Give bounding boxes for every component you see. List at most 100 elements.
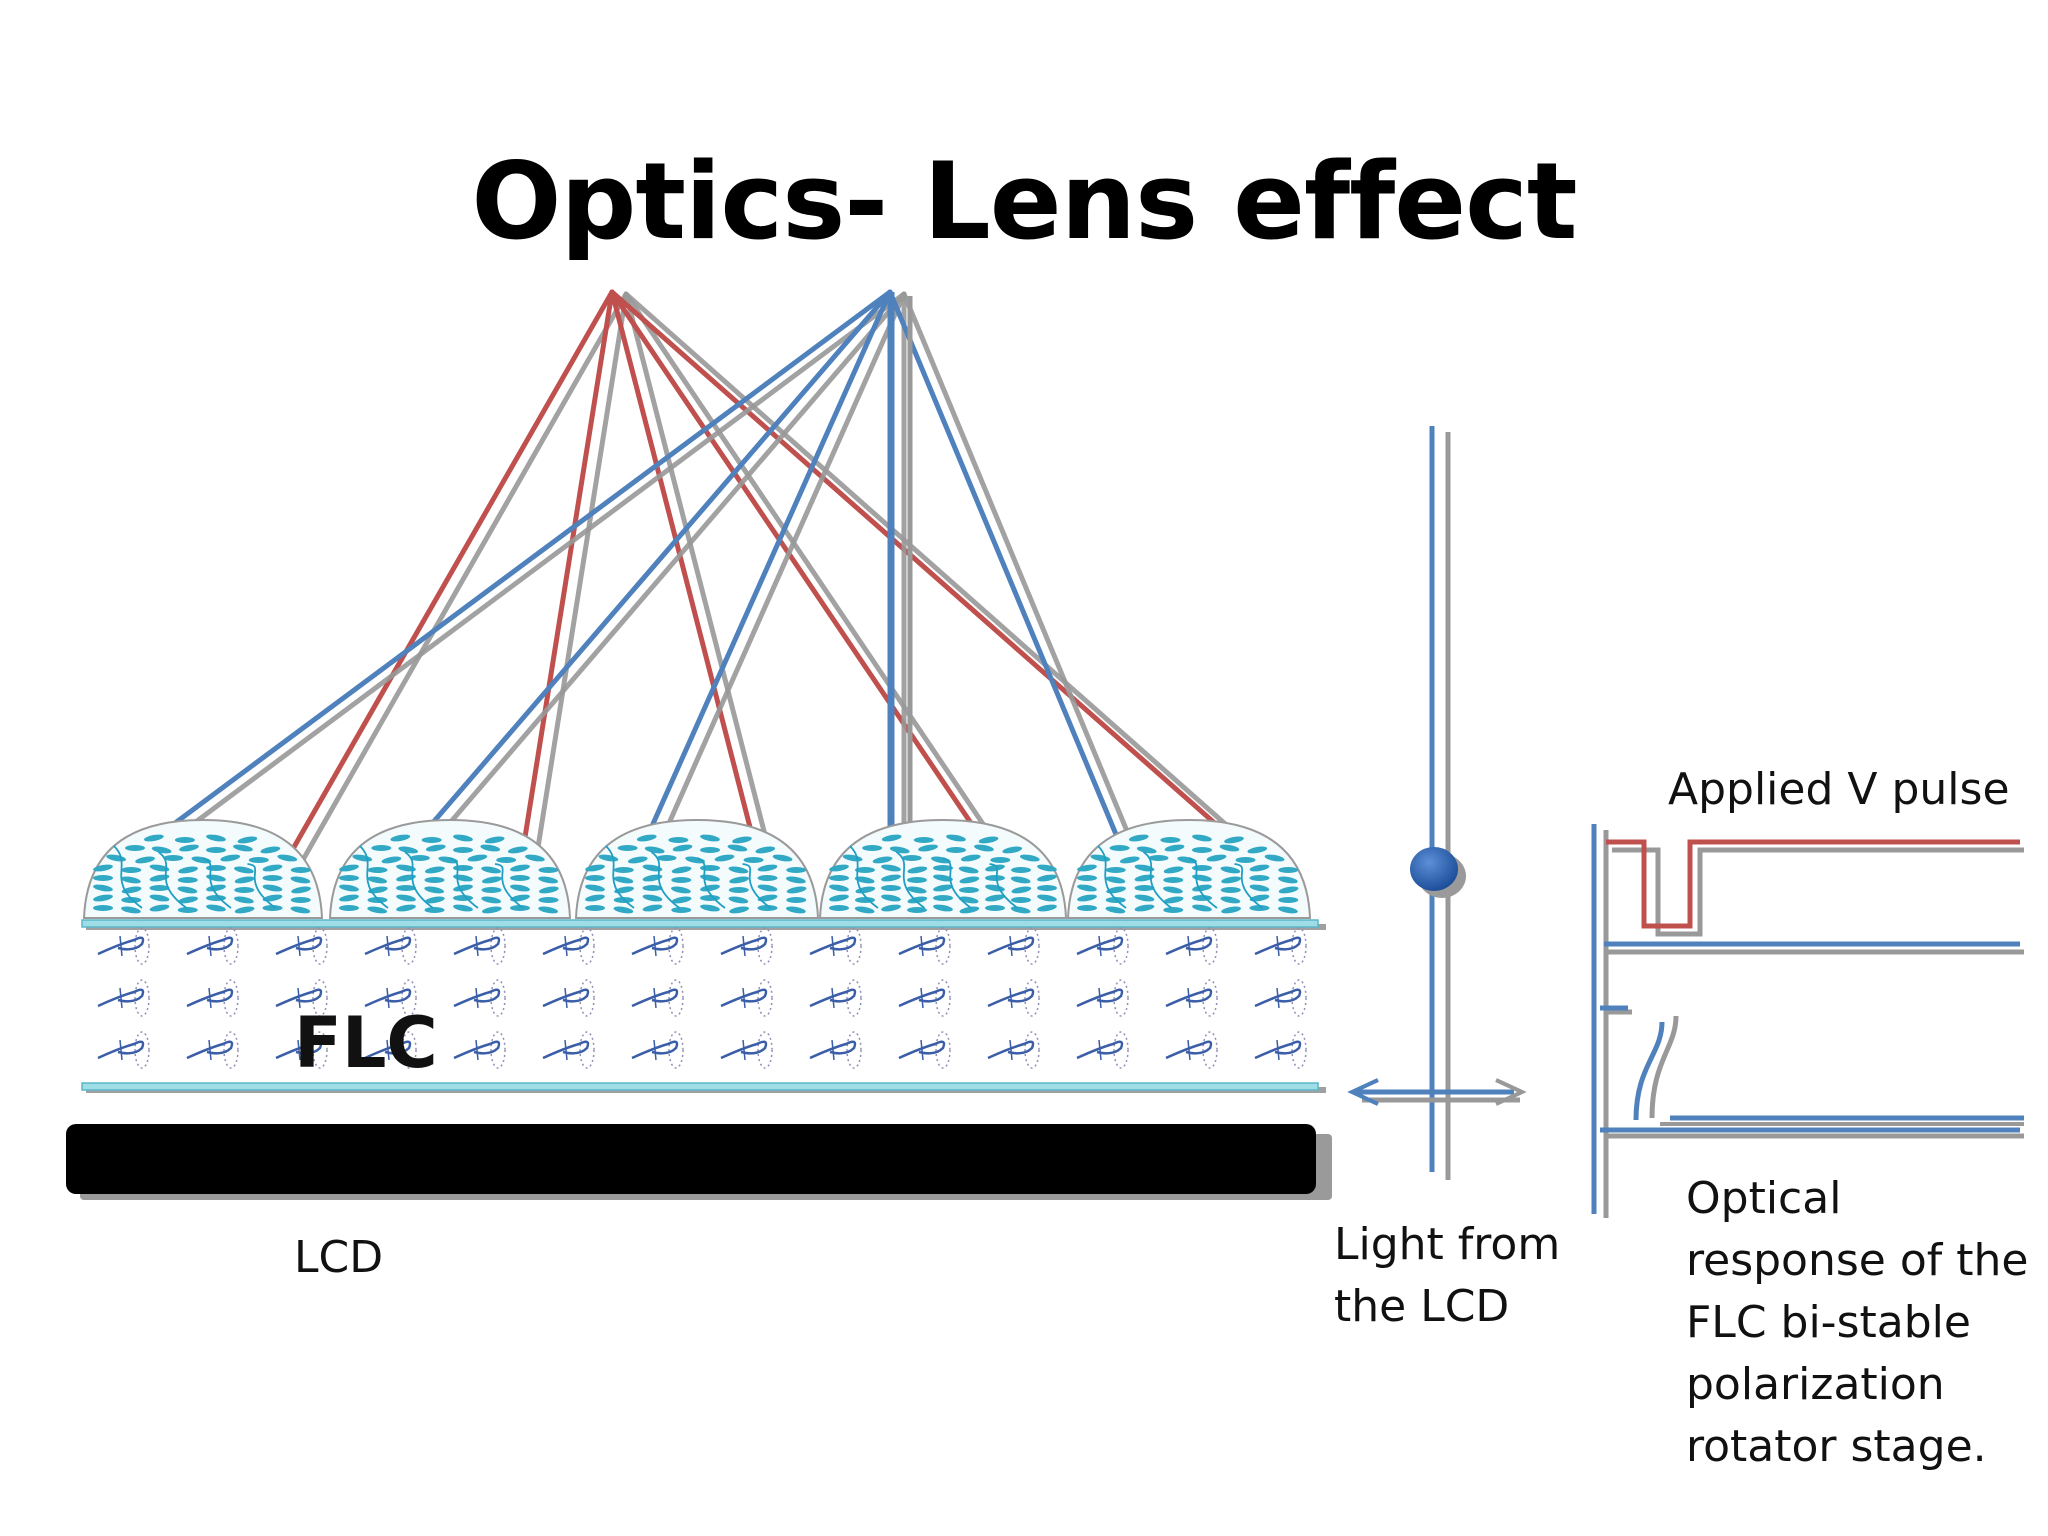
lc-molecule	[125, 845, 146, 851]
light-label-line: the LCD	[1334, 1281, 1510, 1332]
lc-molecule	[538, 886, 559, 894]
light-ray	[377, 289, 893, 887]
lc-molecule	[262, 875, 283, 881]
lc-molecule	[149, 904, 170, 912]
lc-molecule	[1077, 884, 1097, 892]
lc-molecule	[1219, 844, 1240, 852]
lc-molecule	[985, 875, 1005, 881]
lc-molecule	[1109, 845, 1130, 851]
lc-molecule	[960, 854, 981, 862]
molecule-body	[97, 1040, 145, 1060]
lc-molecule	[262, 864, 283, 872]
lc-molecule	[290, 906, 311, 914]
molecule-axis	[297, 935, 301, 957]
lc-molecule	[191, 856, 212, 864]
lc-molecule	[585, 894, 605, 902]
lc-molecule	[1105, 906, 1126, 914]
molecule-cone	[134, 979, 150, 1017]
lc-molecule	[862, 845, 883, 851]
molecule-cone	[1113, 1031, 1129, 1069]
lc-molecule	[1002, 846, 1023, 854]
lc-molecule	[1134, 874, 1155, 882]
disclination-line	[605, 845, 635, 909]
lc-molecule	[1011, 886, 1032, 894]
lc-molecule	[755, 846, 776, 854]
lc-molecule	[290, 897, 311, 903]
molecule-body	[275, 988, 323, 1008]
molecule-body	[186, 1040, 234, 1060]
lc-molecule	[424, 866, 445, 874]
molecule-body	[186, 988, 234, 1008]
lc-molecule	[1221, 876, 1241, 884]
flc-molecule	[987, 1031, 1040, 1069]
lc-molecule	[163, 855, 184, 861]
lc-molecule	[510, 905, 530, 911]
lc-molecule	[757, 894, 778, 902]
disclination-line	[1188, 857, 1218, 909]
lc-molecule	[974, 844, 994, 852]
flc-molecule	[987, 979, 1040, 1017]
lc-molecule	[757, 864, 778, 872]
flc-molecule	[97, 979, 150, 1017]
disclination-line	[696, 857, 726, 909]
lc-molecule	[1249, 864, 1270, 872]
molecule-axis	[1098, 1039, 1102, 1061]
lc-molecule	[854, 876, 875, 884]
lc-molecule	[642, 894, 663, 902]
molecule-body	[453, 1040, 501, 1060]
molecule-body	[275, 936, 323, 956]
molecule-body	[542, 1040, 590, 1060]
lc-molecule	[1249, 905, 1270, 911]
molecule-cone	[401, 1031, 417, 1069]
molecule-cone	[579, 1031, 595, 1069]
molecule-cone	[668, 1031, 684, 1069]
lc-molecule	[614, 886, 634, 894]
molecule-body	[453, 936, 501, 956]
molecule-axis	[475, 987, 479, 1009]
molecule-cone	[1202, 979, 1218, 1017]
lc-molecule	[1119, 856, 1140, 864]
flc-molecule	[809, 1031, 862, 1069]
light-from-lcd-label: Light from the LCD	[1334, 1214, 1560, 1338]
molecule-body	[364, 988, 412, 1008]
ray-shadow	[623, 291, 777, 873]
lc-molecule	[881, 834, 902, 842]
lens-outline	[574, 818, 820, 919]
disclination-line	[1097, 845, 1127, 909]
lc-molecule	[933, 884, 953, 892]
flc-molecule	[1076, 927, 1129, 965]
lc-molecule	[538, 876, 559, 884]
molecule-cone	[935, 927, 951, 965]
lc-molecule	[1077, 905, 1097, 911]
lc-molecule	[1136, 846, 1157, 854]
flc-molecule	[1254, 979, 1307, 1017]
disclination-line	[849, 845, 879, 909]
lc-molecule	[1134, 885, 1155, 891]
lc-molecule	[1163, 886, 1183, 894]
molecule-cone	[1024, 979, 1040, 1017]
lc-molecule	[933, 904, 953, 912]
lc-molecule	[510, 864, 530, 872]
lcd-panel	[66, 1124, 1332, 1200]
lc-molecule	[958, 866, 979, 874]
molecule-cone	[401, 927, 417, 965]
lc-molecule	[1224, 836, 1244, 844]
lc-molecule	[121, 897, 142, 903]
molecule-axis	[119, 987, 123, 1009]
lc-molecule	[367, 906, 388, 914]
lc-molecule	[617, 845, 638, 851]
lc-molecule	[1220, 866, 1241, 874]
lc-molecule	[854, 906, 875, 914]
lc-molecule	[233, 844, 253, 852]
lc-molecule	[481, 866, 502, 874]
lc-molecule	[906, 886, 927, 894]
lc-molecule	[1134, 904, 1155, 912]
flc-molecule	[720, 927, 773, 965]
flc-molecule	[631, 927, 684, 965]
slide-title: Optics- Lens effect	[471, 140, 1577, 263]
molecule-body	[97, 988, 145, 1008]
lc-molecule	[959, 906, 980, 914]
ray-shadow	[623, 291, 1017, 873]
lc-molecule	[907, 877, 927, 883]
